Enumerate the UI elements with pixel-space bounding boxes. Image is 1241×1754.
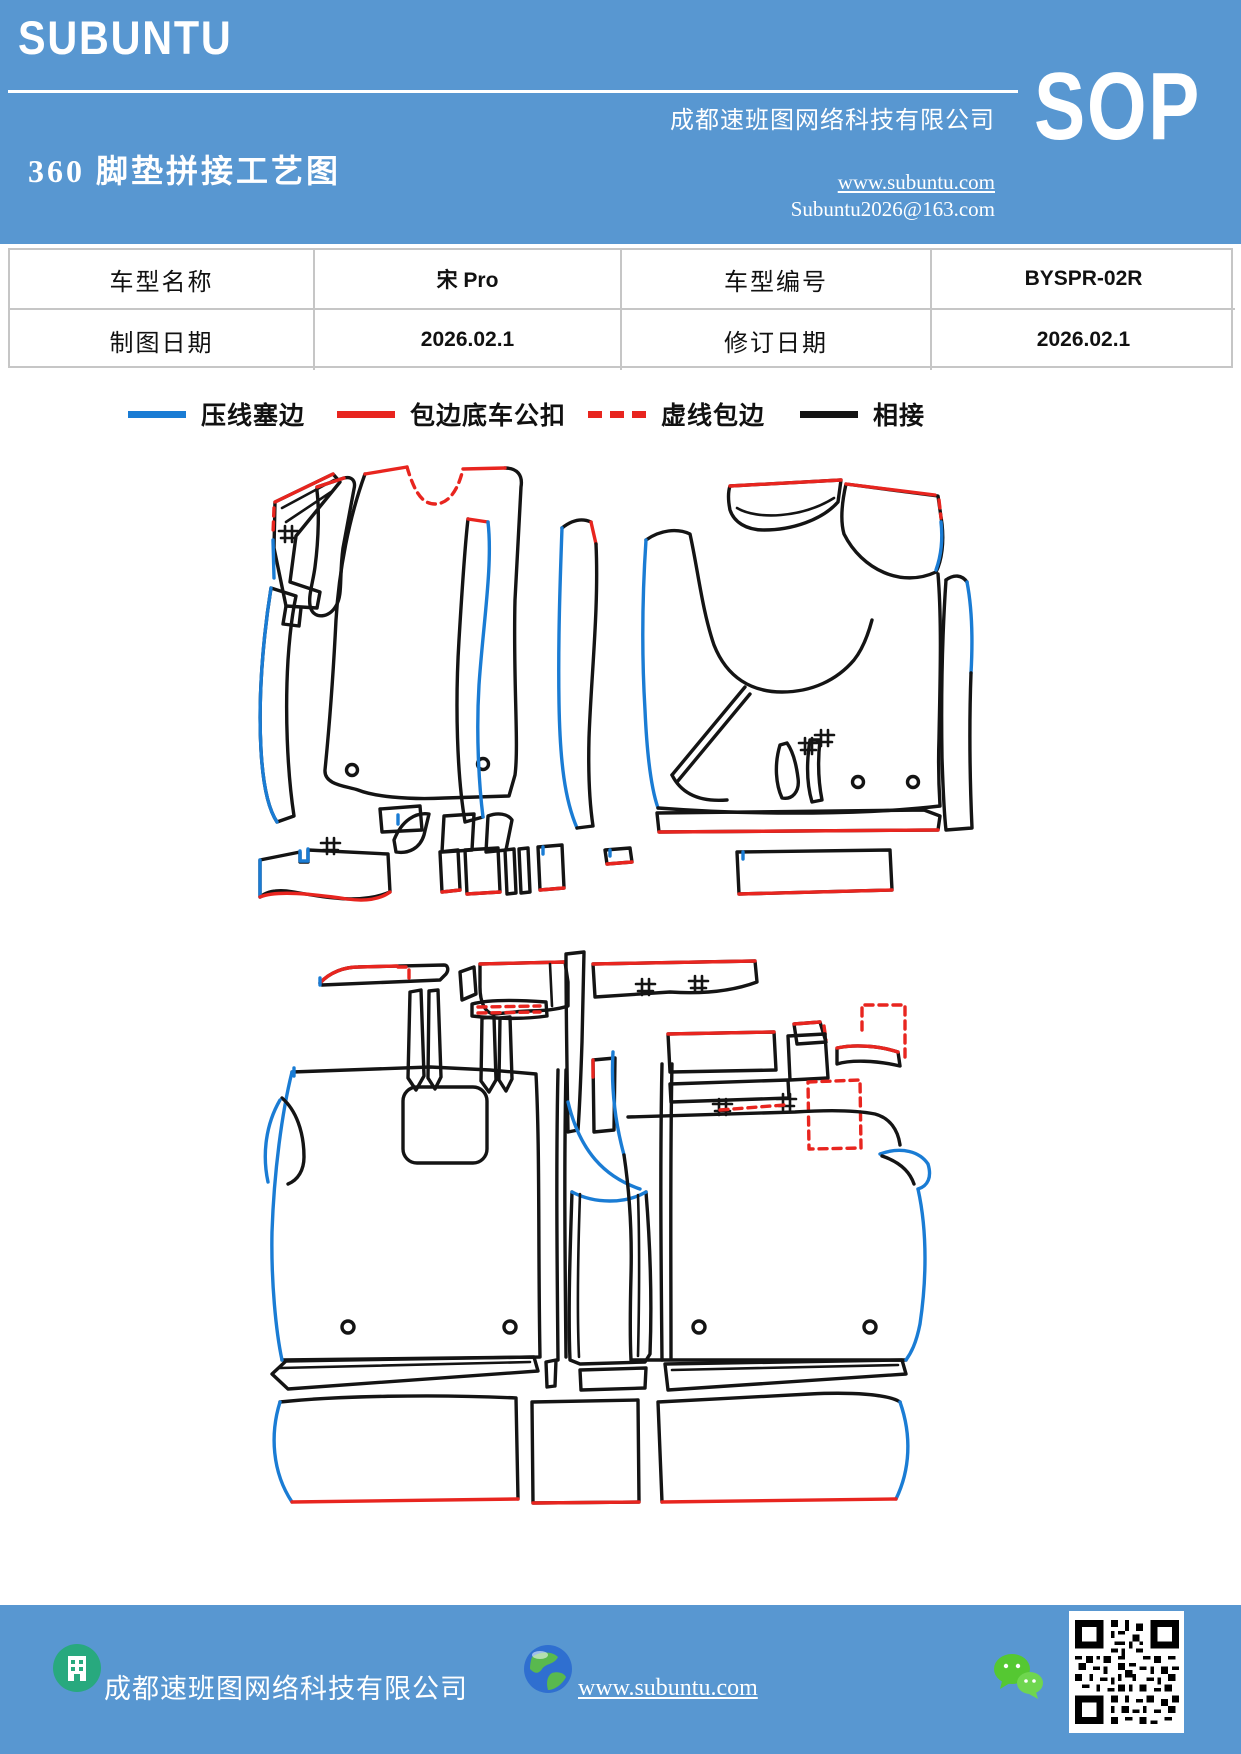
rear-right-top-pieces [591, 959, 907, 1151]
draw-date-value: 2026.02.1 [315, 310, 622, 370]
sop-badge: SOP [1034, 53, 1201, 160]
email-text: Subuntu2026@163.com [790, 197, 995, 221]
revise-date-label: 修订日期 [622, 310, 932, 370]
footer-company-name: 成都速班图网络科技有限公司 [104, 1674, 468, 1704]
legend: 压线塞边 包边底车公扣 虚线包边 相接 [0, 396, 1241, 432]
legend-item-joint: 相接 [800, 396, 925, 432]
legend-item-edge-binding: 包边底车公扣 [337, 396, 566, 432]
driver-mat-set [258, 465, 566, 902]
legend-item-press-line: 压线塞边 [128, 396, 305, 432]
rear-bottom-strips [270, 1355, 908, 1392]
model-name-value: 宋 Pro [315, 250, 622, 310]
passenger-mat-set [557, 478, 974, 896]
model-code-value: BYSPR-02R [932, 250, 1235, 310]
blue-line-swatch [128, 410, 186, 418]
rear-mats-diagram [250, 950, 935, 1505]
red-dashed-swatch [588, 410, 646, 418]
draw-date-label: 制图日期 [10, 310, 315, 370]
red-line-swatch [337, 410, 395, 418]
model-name-label: 车型名称 [10, 250, 315, 310]
company-name: 成都速班图网络科技有限公司 [670, 108, 995, 134]
building-icon [52, 1643, 102, 1698]
front-mats-drawing [258, 465, 974, 902]
legend-label: 虚线包边 [661, 403, 766, 430]
front-mats-diagram [222, 438, 977, 915]
header-divider [8, 90, 1018, 93]
footer-website-link[interactable]: www.subuntu.com [578, 1675, 758, 1701]
globe-icon [522, 1643, 574, 1700]
black-line-swatch [800, 410, 858, 418]
revise-date-value: 2026.02.1 [1036, 328, 1131, 351]
rear-bottom-pieces [272, 1391, 910, 1505]
website-link[interactable]: www.subuntu.com [837, 170, 995, 194]
footer: 成都速班图网络科技有限公司 www.subuntu.com [0, 1605, 1241, 1754]
qr-code [1069, 1611, 1184, 1733]
rear-right-mat [610, 1050, 932, 1362]
vehicle-info-table: 车型名称 宋 Pro 车型编号 BYSPR-02R 制图日期 2026.02.1… [8, 248, 1235, 370]
center-console-pieces [318, 950, 617, 1134]
legend-label: 包边底车公扣 [410, 403, 567, 430]
rear-mats-drawing [263, 950, 932, 1505]
wechat-icon [990, 1651, 1046, 1708]
legend-label: 压线塞边 [201, 403, 306, 430]
page-title: 360 脚垫拼接工艺图 [28, 153, 342, 189]
legend-label: 相接 [873, 403, 926, 430]
header: SUBUNTU 成都速班图网络科技有限公司 360 脚垫拼接工艺图 www.su… [0, 0, 1241, 244]
model-code-label: 车型编号 [622, 250, 932, 310]
legend-item-dashed-binding: 虚线包边 [588, 396, 765, 432]
brand-logo: SUBUNTU [18, 11, 233, 64]
rear-left-mat [263, 1065, 542, 1362]
